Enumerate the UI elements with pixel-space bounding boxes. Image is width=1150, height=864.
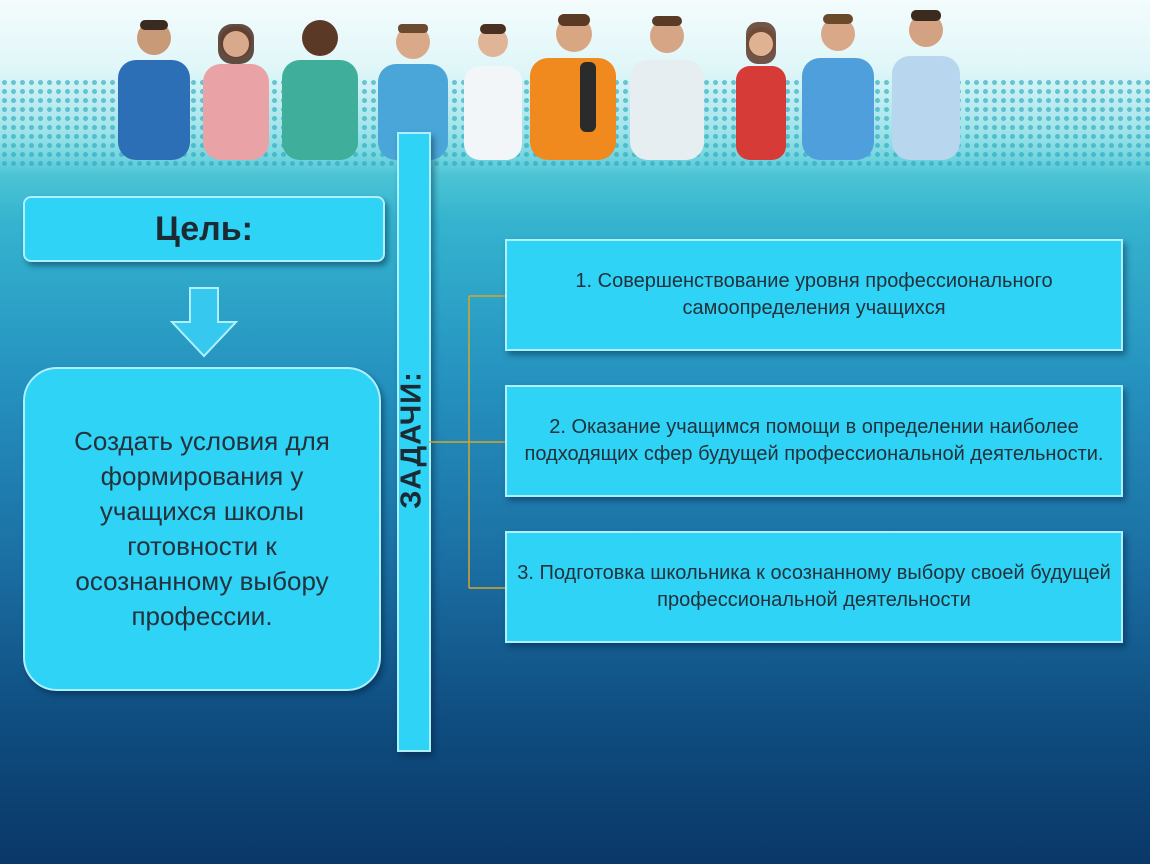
goal-title: Цель:	[155, 209, 253, 248]
goal-text: Создать условия для формирования у учащи…	[74, 426, 330, 631]
task-text-1: 1. Совершенствование уровня профессионал…	[575, 270, 1053, 319]
student-figure-6	[530, 14, 616, 160]
student-figure-7	[630, 16, 704, 160]
task-box-1: 1. Совершенствование уровня профессионал…	[505, 239, 1123, 351]
student-figure-3	[282, 20, 358, 160]
task-text-2: 2. Оказание учащимся помощи в определени…	[524, 416, 1104, 465]
student-figure-5	[464, 24, 522, 160]
goal-text-box: Создать условия для формирования у учащи…	[23, 367, 381, 691]
task-box-3: 3. Подготовка школьника к осознанному вы…	[505, 531, 1123, 643]
goal-title-box: Цель:	[23, 196, 385, 262]
student-figure-2	[203, 24, 269, 160]
task-text-3: 3. Подготовка школьника к осознанному вы…	[517, 562, 1111, 611]
student-figure-9	[802, 14, 874, 160]
tasks-label: ЗАДАЧИ:	[395, 371, 428, 509]
down-arrow-icon	[170, 287, 238, 358]
students-photo	[118, 10, 960, 160]
student-figure-1	[118, 20, 190, 160]
student-figure-10	[892, 10, 960, 160]
task-box-2: 2. Оказание учащимся помощи в определени…	[505, 385, 1123, 497]
student-figure-8	[736, 22, 786, 160]
